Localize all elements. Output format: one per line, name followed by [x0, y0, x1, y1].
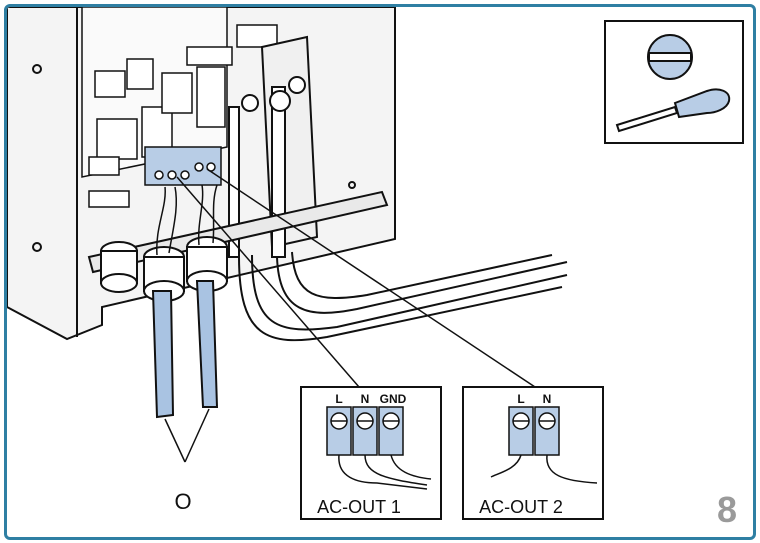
flat-screwdriver-icon [615, 34, 731, 133]
ac-out-2-terminal-l: L [517, 392, 524, 406]
ac-out-2-title: AC-OUT 2 [479, 497, 563, 517]
wire-label: O [174, 489, 191, 514]
cable-wires [156, 184, 218, 256]
ac-out-1-terminal-gnd: GND [380, 392, 407, 406]
tool-box [604, 20, 744, 144]
step-number: 8 [716, 489, 737, 530]
ac-out-1-terminal-n: N [361, 392, 370, 406]
cable-glands [100, 236, 228, 302]
callout-lines [164, 168, 536, 463]
ac-out-2-detail: L N AC-OUT 2 [462, 386, 604, 520]
diagram-frame: O L N GND AC-OUT 1 [4, 4, 756, 540]
installation-diagram: O L N GND AC-OUT 1 [7, 7, 744, 520]
ac-out-2-terminal-n: N [543, 392, 552, 406]
exit-cables [238, 251, 568, 342]
ac-out-1-title: AC-OUT 1 [317, 497, 401, 517]
ac-out-1-detail: L N GND AC-OUT 1 [300, 386, 442, 520]
ac-out-1-terminal-l: L [335, 392, 342, 406]
internal-terminal-block [144, 146, 222, 186]
output-cables [151, 280, 219, 419]
